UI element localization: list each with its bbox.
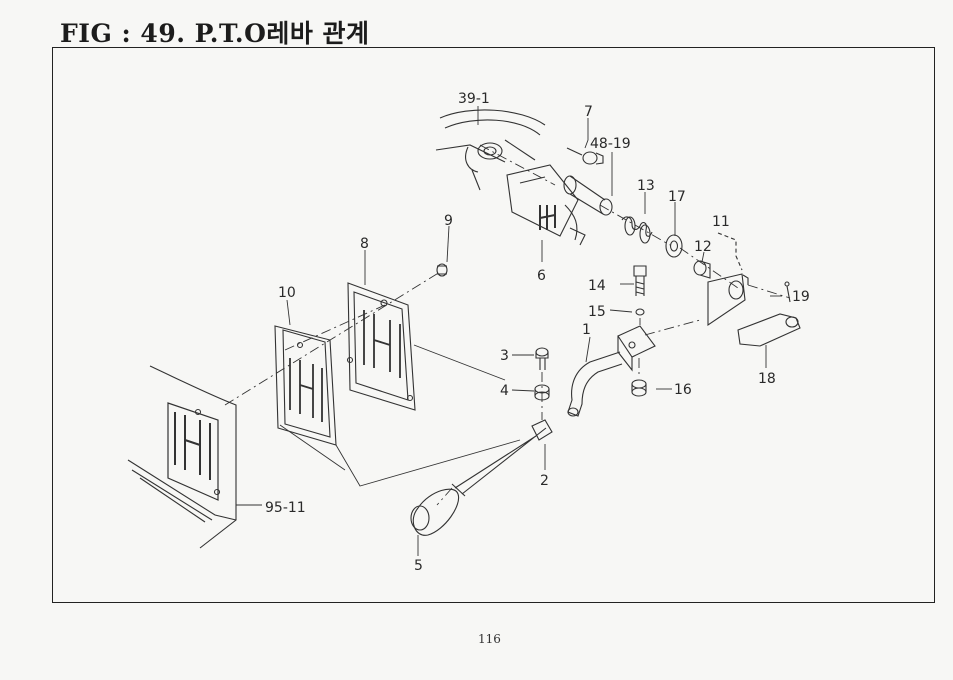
- callout-2: 2: [540, 473, 549, 489]
- arm-18: [737, 313, 801, 347]
- callout-4: 4: [500, 383, 509, 399]
- callout-16: 16: [674, 382, 692, 398]
- page-number: 116: [478, 632, 501, 646]
- guide-plate-8: [346, 282, 416, 411]
- nut-16: [631, 379, 647, 397]
- callout-13: 13: [637, 178, 655, 194]
- callout-17: 17: [668, 189, 686, 205]
- callout-5: 5: [414, 558, 423, 574]
- cover-95-11: [127, 365, 237, 549]
- callout-14: 14: [588, 278, 606, 294]
- callout-3: 3: [500, 348, 509, 364]
- washer-17: [665, 234, 683, 258]
- callout-10: 10: [278, 285, 296, 301]
- figure-title: FIG : 49. P.T.O레바 관계: [60, 19, 370, 48]
- callout-11: 11: [712, 214, 730, 230]
- spring-13: [621, 216, 653, 244]
- callout-39-1: 39-1: [458, 91, 490, 107]
- callout-1: 1: [582, 322, 591, 338]
- rod-2: [451, 419, 553, 497]
- bolt-14: [633, 265, 647, 316]
- grommet-9: [436, 263, 448, 277]
- diagram-frame: [52, 47, 935, 603]
- callout-15: 15: [588, 304, 606, 320]
- shaft-48-19: [563, 175, 613, 216]
- callout-7: 7: [584, 104, 593, 120]
- callout-9: 9: [444, 213, 453, 229]
- pin-19: [784, 281, 791, 303]
- callout-12: 12: [694, 239, 712, 255]
- housing-39-1: [435, 109, 546, 191]
- callout-95-11: 95-11: [265, 500, 306, 516]
- bracket-11: [693, 232, 749, 327]
- knob-5: [410, 488, 460, 536]
- guide-plate-10: [274, 325, 337, 446]
- bolt-7: [566, 147, 604, 165]
- projection-lines: [279, 344, 521, 487]
- callout-labels: 39-1 7 48-19 13 17 11 12 6 9 8 10 14 15 …: [265, 91, 810, 574]
- plate-6: [506, 164, 586, 246]
- lever-1: [567, 325, 656, 417]
- callout-48-19: 48-19: [590, 136, 631, 152]
- callout-6: 6: [537, 268, 546, 284]
- callout-19: 19: [792, 289, 810, 305]
- leader-lines: [236, 106, 782, 556]
- alignment-lines: [224, 144, 791, 506]
- callout-18: 18: [758, 371, 776, 387]
- callout-8: 8: [360, 236, 369, 252]
